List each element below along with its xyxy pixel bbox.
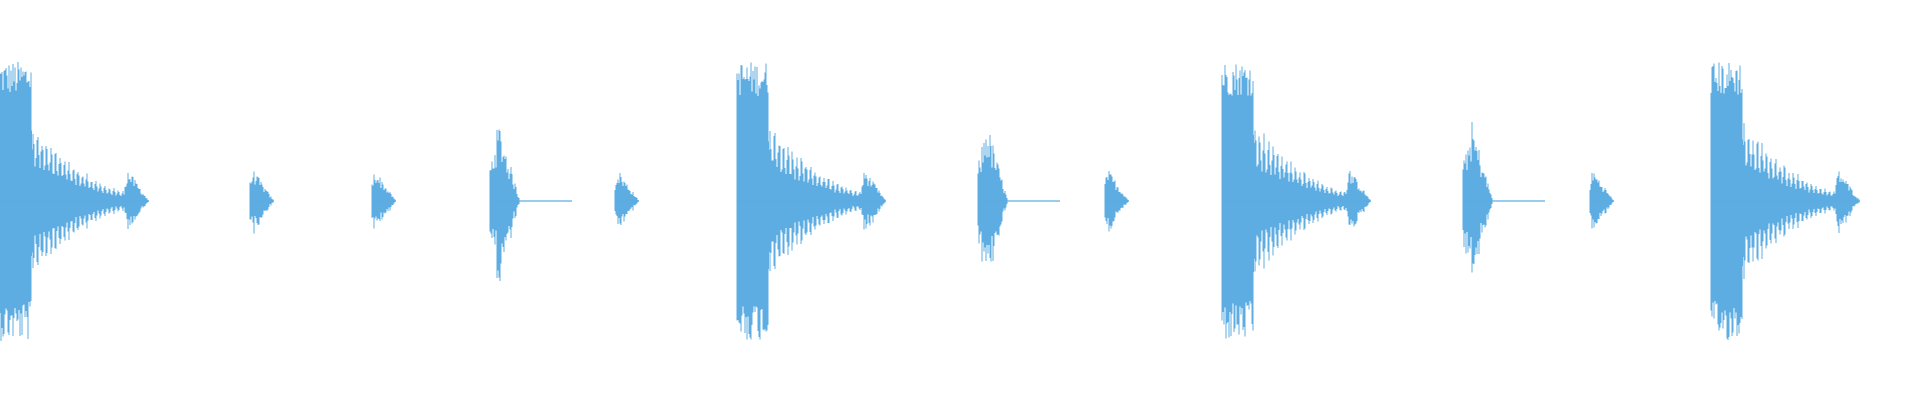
waveform-snare-hit [1462, 122, 1545, 273]
waveform-tick-hit [1104, 170, 1129, 232]
waveform-snare-hit [977, 135, 1060, 262]
waveform-events [0, 61, 1860, 341]
waveform-tick-hit [1589, 172, 1614, 229]
waveform-kick-hit [1221, 64, 1371, 339]
waveform-tick-hit [249, 171, 274, 234]
waveform-kick-hit [1710, 62, 1860, 340]
waveform-snare-hit [489, 129, 572, 281]
waveform-kick-hit [0, 61, 149, 341]
waveform-tick-hit [614, 173, 639, 225]
waveform-tick-hit [371, 174, 396, 229]
waveform-kick-hit [736, 62, 886, 340]
